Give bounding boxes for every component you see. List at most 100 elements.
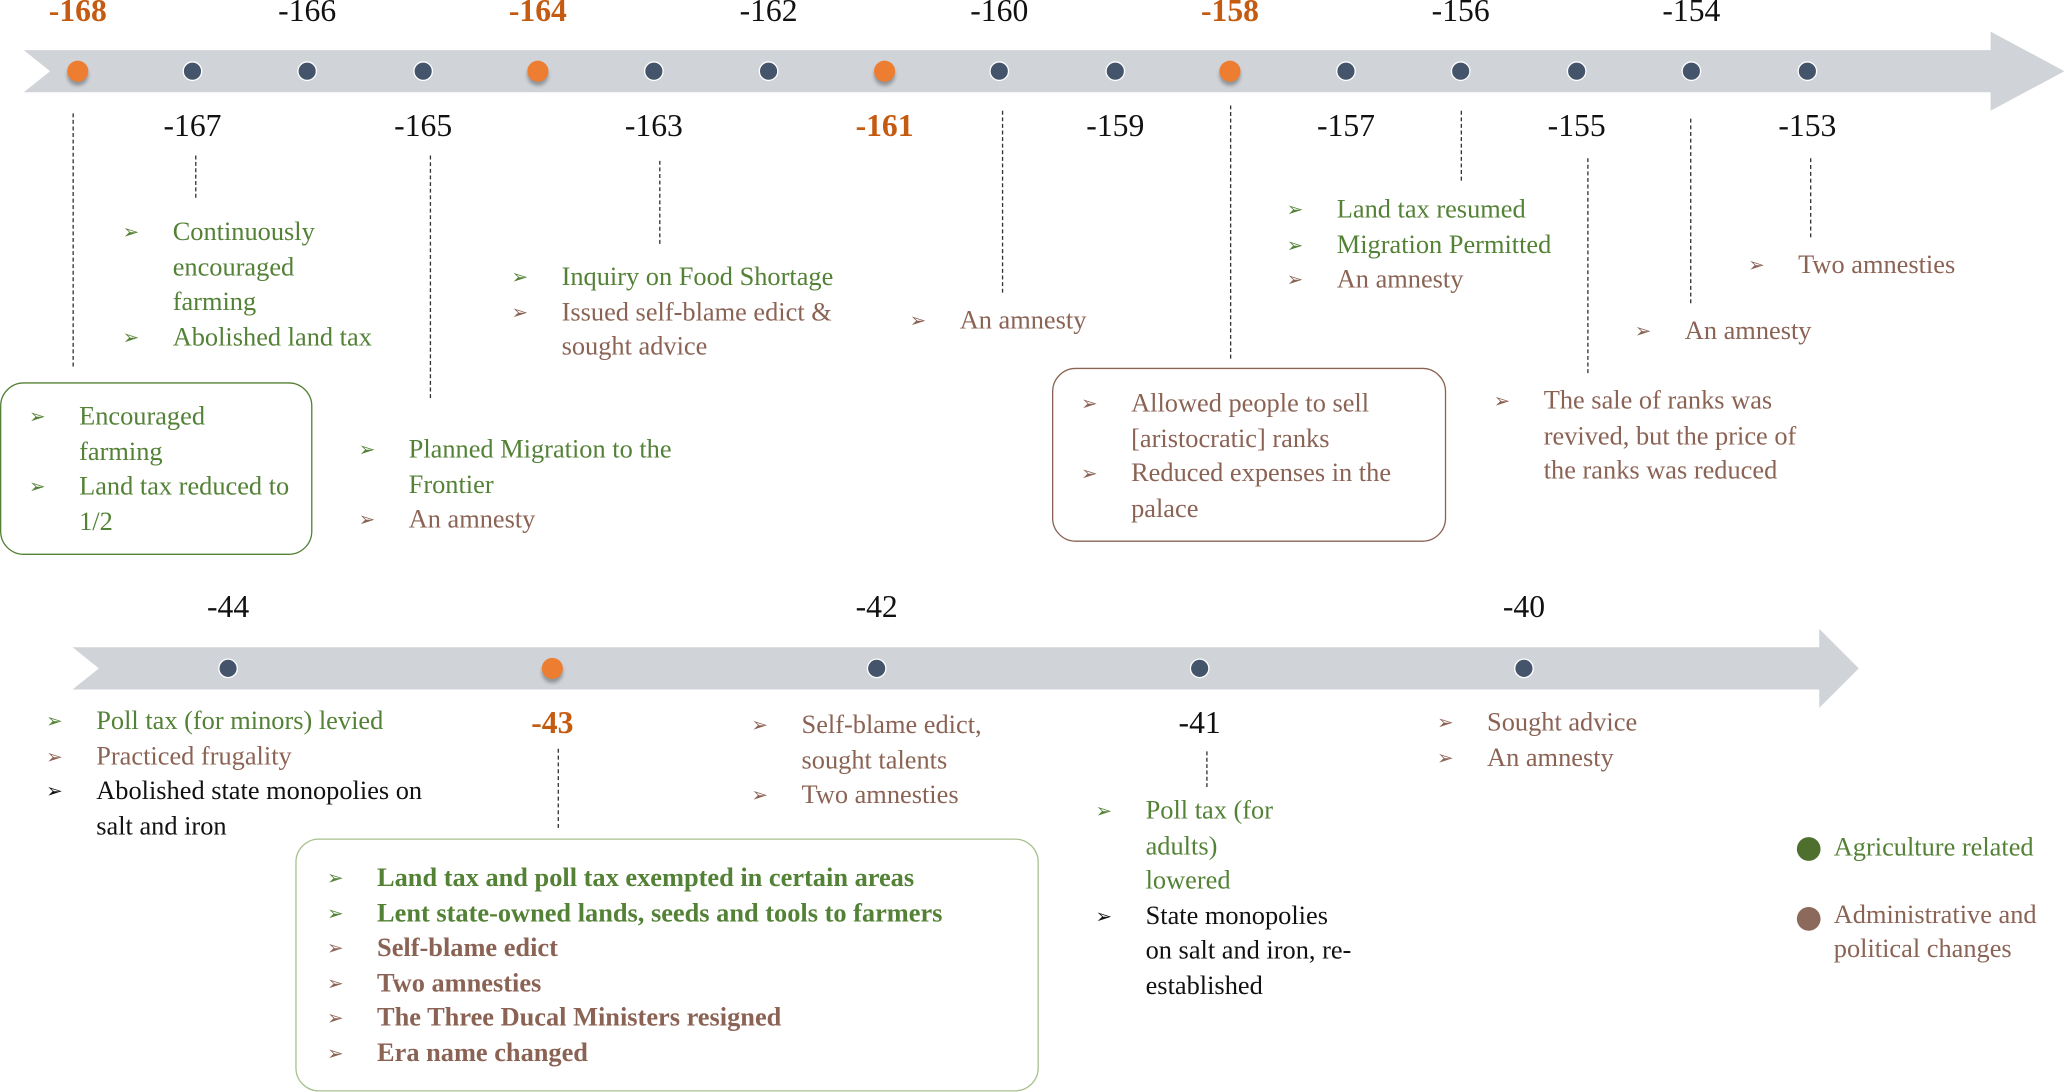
year-label: -168 (48, 0, 107, 30)
year-label: -157 (1316, 109, 1375, 144)
year-label: -160 (970, 0, 1029, 30)
timeline-dot (866, 658, 887, 679)
legend-administrative-icon (1796, 906, 1821, 931)
event-item: Encouraged farming (29, 399, 293, 469)
timeline-dot (989, 61, 1010, 82)
event-item: Allowed people to sell [aristocratic] ra… (1081, 386, 1430, 456)
timeline-dot-highlight (527, 60, 549, 82)
connector-line (1690, 118, 1692, 304)
top-timeline-arrow (23, 31, 2065, 111)
timeline-dot (758, 61, 779, 82)
timeline-dot (297, 61, 318, 82)
timeline-dot (1189, 658, 1210, 679)
connector-line (1206, 751, 1208, 788)
year-label: -43 (531, 706, 574, 741)
event-item: Land tax and poll tax exempted in certai… (327, 861, 1026, 896)
year-label: -156 (1431, 0, 1490, 30)
event-list-44: Poll tax (for minors) levied Practiced f… (46, 704, 428, 844)
connector-line (1460, 110, 1462, 181)
year-label: -41 (1178, 706, 1221, 741)
event-item: An amnesty (1635, 314, 1899, 349)
timeline-dot (1514, 658, 1534, 679)
year-label: -158 (1200, 0, 1259, 30)
event-item: Self-blame edict, sought talents (751, 708, 1015, 778)
year-label: -165 (394, 109, 453, 144)
legend-administrative-label: Administrative and political changes (1833, 900, 2037, 964)
year-label: -153 (1778, 109, 1837, 144)
year-label: -161 (855, 109, 914, 144)
event-item: Two amnesties (327, 966, 1026, 1001)
event-item: Inquiry on Food Shortage (512, 260, 868, 295)
timeline-dot-highlight (541, 657, 563, 679)
year-label: -44 (206, 590, 250, 625)
event-item: An amnesty (359, 502, 702, 537)
event-list-41: Poll tax (for adults) lowered State mono… (1096, 794, 1360, 1004)
timeline-dot (182, 61, 203, 82)
event-list-160: An amnesty (910, 303, 1174, 338)
timeline-dot (218, 658, 238, 679)
legend-agriculture-label: Agriculture related (1833, 833, 2034, 863)
event-item: Poll tax (for minors) levied (46, 704, 428, 739)
bottom-timeline-arrow (72, 628, 1859, 708)
event-item: Two amnesties (1748, 248, 2012, 283)
year-label: -155 (1547, 109, 1606, 144)
event-item: An amnesty (910, 303, 1174, 338)
connector-line (429, 155, 432, 399)
event-item: State monopolies on salt and iron, re-es… (1096, 898, 1360, 1003)
event-item: Poll tax (for adults) lowered (1096, 794, 1304, 899)
event-list-155: The sale of ranks was revived, but the p… (1494, 384, 1800, 489)
event-list-40: Sought advice An amnesty (1437, 705, 1727, 775)
connector-line (195, 155, 197, 198)
timeline-dot (643, 61, 664, 82)
event-item: Planned Migration to the Frontier (359, 432, 702, 502)
connector-line (659, 160, 661, 244)
year-label: -42 (855, 590, 898, 625)
event-list-163: Inquiry on Food Shortage Issued self-bla… (512, 260, 868, 365)
timeline-dot-highlight (67, 60, 89, 82)
event-item: Lent state-owned lands, seeds and tools … (327, 896, 1026, 931)
year-label: -159 (1086, 109, 1145, 144)
event-list-158: Allowed people to sell [aristocratic] ra… (1081, 386, 1430, 526)
event-item: Abolished state monopolies on salt and i… (46, 774, 428, 844)
event-item: An amnesty (1287, 262, 1603, 297)
timeline-dot-highlight (1219, 60, 1241, 82)
event-item: Land tax reduced to 1/2 (29, 469, 293, 539)
event-item: Practiced frugality (46, 739, 428, 774)
legend-agriculture-icon (1796, 837, 1821, 861)
event-item: The sale of ranks was revived, but the p… (1494, 384, 1800, 489)
year-label: -163 (624, 109, 683, 144)
event-list-168: Encouraged farming Land tax reduced to 1… (29, 399, 293, 539)
timeline-dot (1450, 61, 1471, 82)
timeline-dot (1566, 61, 1587, 82)
year-label: -166 (278, 0, 337, 30)
event-item: Two amnesties (751, 778, 1015, 813)
year-label: -164 (508, 0, 567, 30)
timeline-dot (1336, 61, 1356, 82)
event-item: Migration Permitted (1287, 227, 1603, 262)
year-label: -167 (163, 109, 222, 144)
year-label: -40 (1502, 590, 1546, 625)
year-label: -154 (1662, 0, 1721, 30)
event-list-165: Planned Migration to the Frontier An amn… (359, 432, 702, 537)
connector-line (1810, 158, 1812, 238)
event-item: Continuously encouraged farming (123, 215, 331, 320)
connector-line (1229, 105, 1232, 359)
event-item: Era name changed (327, 1036, 1026, 1071)
connector-line (557, 748, 559, 828)
event-item: Issued self-blame edict & sought advice (512, 295, 868, 365)
connector-line (1001, 110, 1004, 293)
timeline-dot-highlight (874, 60, 896, 82)
event-item: Reduced expenses in the palace (1081, 456, 1430, 526)
event-item: Self-blame edict (327, 931, 1026, 966)
event-list-167: Continuously encouraged farming Abolishe… (123, 215, 413, 355)
timeline-dot (1797, 61, 1818, 82)
event-item: An amnesty (1437, 740, 1727, 775)
timeline-dot (1681, 61, 1702, 82)
event-list-156: Land tax resumed Migration Permitted An … (1287, 192, 1603, 297)
event-item: Land tax resumed (1287, 192, 1603, 227)
timeline-dot (1105, 61, 1126, 82)
event-list-154: An amnesty (1635, 314, 1899, 349)
event-item: Sought advice (1437, 705, 1727, 740)
event-list-43: Land tax and poll tax exempted in certai… (327, 861, 1026, 1071)
